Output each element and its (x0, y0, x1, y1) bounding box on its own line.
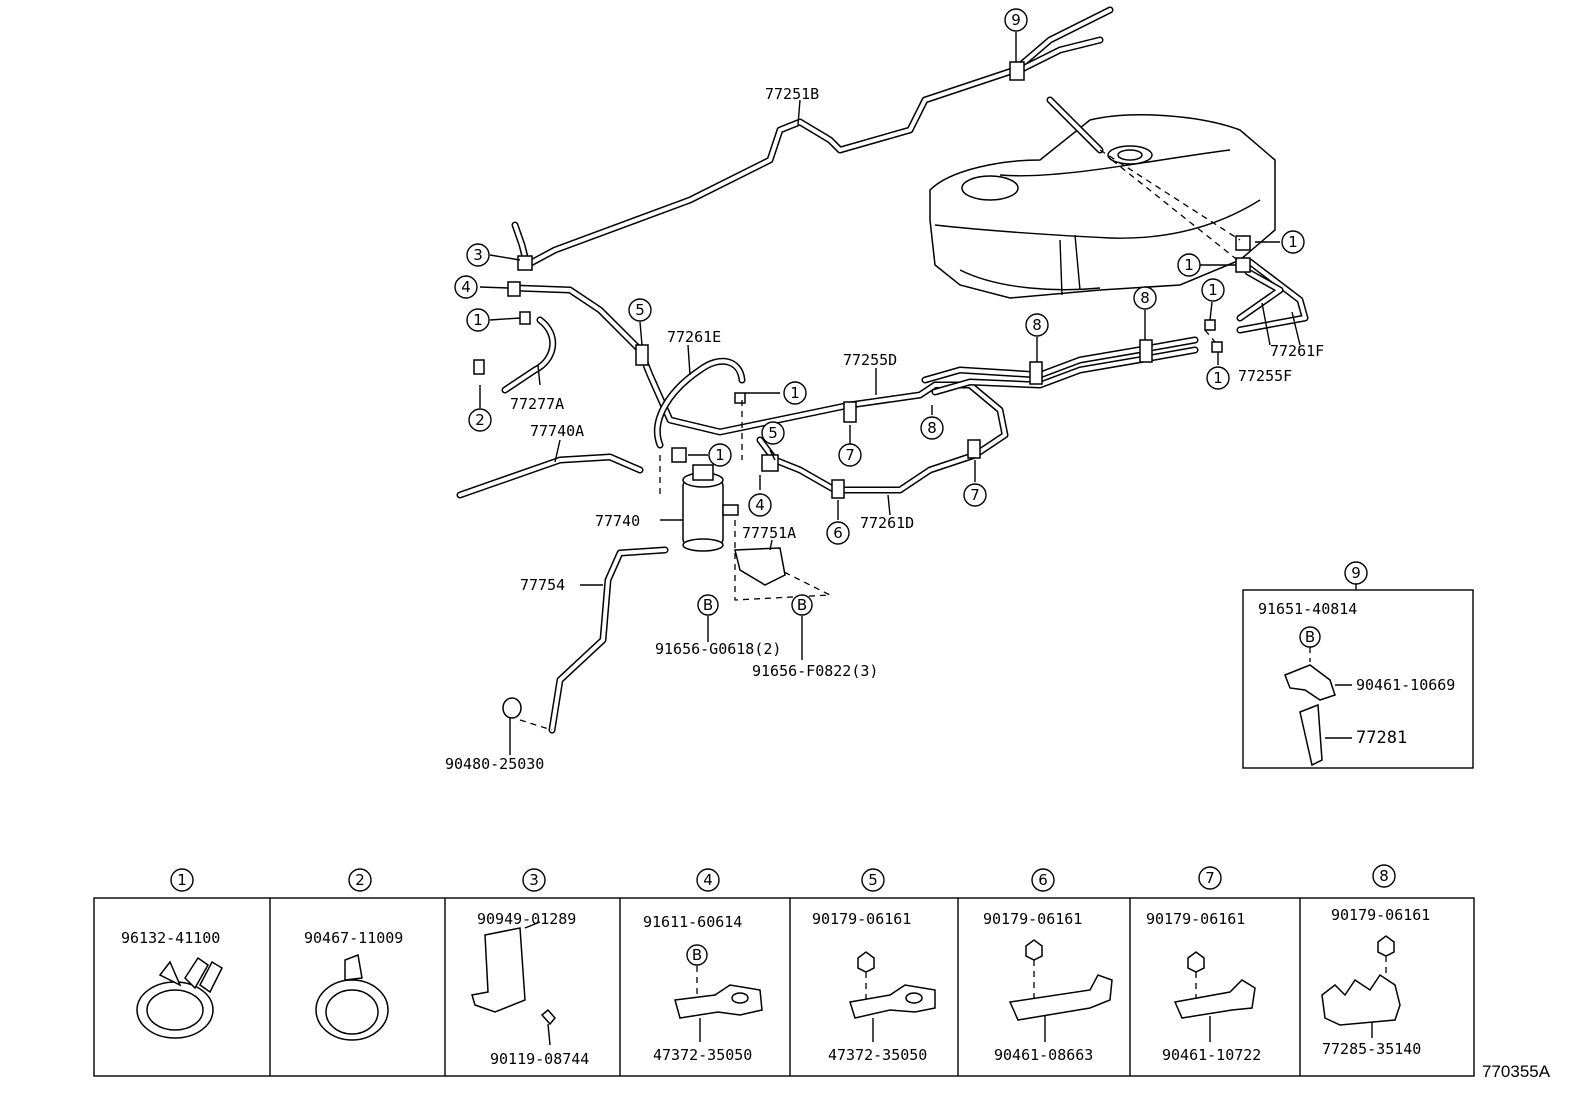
label-77251B: 77251B (765, 85, 819, 103)
charcoal-canister-77740 (682, 464, 739, 552)
clamp-table: 1 2 3 4 5 6 7 8 96132-41100 90467-11009 … (93, 864, 1475, 1077)
svg-text:1: 1 (1184, 256, 1194, 274)
svg-text:8: 8 (1140, 289, 1150, 307)
label-91656-F0822: 91656-F0822(3) (752, 662, 878, 680)
bolt-marker-2: B (797, 596, 807, 614)
clamp-5-drawing (849, 951, 936, 1042)
clamp-2-part-1: 90467-11009 (304, 929, 403, 947)
main-circled-callouts: 9 3 4 1 2 5 1 1 1 1 8 8 1 5 1 7 8 7 4 6 (454, 8, 1305, 545)
svg-text:1: 1 (1208, 281, 1218, 299)
svg-text:5: 5 (768, 424, 778, 442)
clamp-2-drawing (315, 953, 389, 1041)
label-77261F: 77261F (1270, 342, 1324, 360)
svg-text:4: 4 (755, 496, 765, 514)
clamp-col-3-number: 3 (529, 871, 539, 889)
clamp-col-2-number: 2 (355, 871, 365, 889)
svg-text:8: 8 (927, 419, 937, 437)
clamp-8-part-1: 90179-06161 (1331, 906, 1430, 924)
svg-text:3: 3 (473, 246, 483, 264)
clamp-col-6-number: 6 (1038, 871, 1048, 889)
clamp-4-part-2: 47372-35050 (653, 1046, 752, 1064)
svg-text:4: 4 (461, 278, 471, 296)
inset-9-bracket-label: 77281 (1356, 728, 1407, 748)
clamp-3-drawing (471, 921, 556, 1046)
label-90480-25030: 90480-25030 (445, 755, 544, 773)
clamp-7-part-1: 90179-06161 (1146, 910, 1245, 928)
label-77740: 77740 (595, 512, 640, 530)
clamp-col-8-number: 8 (1379, 867, 1389, 885)
label-77255D: 77255D (843, 351, 897, 369)
svg-text:1: 1 (1213, 369, 1223, 387)
label-77255F: 77255F (1238, 367, 1292, 385)
clamp-4-part-1: 91611-60614 (643, 913, 742, 931)
clamp-7-drawing (1173, 951, 1256, 1042)
clamp-6-part-1: 90179-06161 (983, 910, 1082, 928)
clamp-3-part-2: 90119-08744 (490, 1050, 589, 1068)
clamp-col-1-number: 1 (177, 871, 187, 889)
leader-lines (479, 32, 1301, 755)
inset-9-clamp (1284, 664, 1336, 701)
clamp-1-part-1: 96132-41100 (121, 929, 220, 947)
inset-9-bracket (1299, 703, 1323, 767)
plug-90480-25030 (502, 697, 522, 719)
inset-9-clamp-label: 90461-10669 (1356, 676, 1455, 694)
svg-text:9: 9 (1011, 11, 1021, 29)
clamp-5-part-2: 47372-35050 (828, 1046, 927, 1064)
clamp-col-7-number: 7 (1205, 869, 1215, 887)
clamp-4-bolt-marker: B (692, 946, 702, 964)
inset-9-bolt-marker: B (1305, 628, 1315, 646)
clamp-7-part-2: 90461-10722 (1162, 1046, 1261, 1064)
main-part-labels: 77251B 77261E 77255D 77277A 77740A 77740… (445, 85, 1324, 773)
clamp-3-part-1: 90949-01289 (477, 910, 576, 928)
label-91656-G0618: 91656-G0618(2) (655, 640, 781, 658)
inset-9-frame (1242, 589, 1474, 769)
clamp-col-4-number: 4 (703, 871, 713, 889)
svg-text:6: 6 (833, 524, 843, 542)
clamp-8-part-2: 77285-35140 (1322, 1040, 1421, 1058)
assembly-lines (519, 149, 1241, 731)
svg-text:1: 1 (473, 311, 483, 329)
label-77754: 77754 (520, 576, 565, 594)
svg-text:7: 7 (970, 486, 980, 504)
figure-reference: 770355A (1482, 1062, 1551, 1081)
clamp-5-part-1: 90179-06161 (812, 910, 911, 928)
label-77751A: 77751A (742, 524, 796, 542)
clamp-table-frame (93, 897, 1475, 1077)
clamp-4-drawing (674, 966, 763, 1042)
inset-9: 9 91651-40814 B 90461-10669 77281 (1242, 561, 1474, 769)
svg-text:1: 1 (715, 446, 725, 464)
svg-text:7: 7 (845, 446, 855, 464)
svg-text:8: 8 (1032, 316, 1042, 334)
bracket-77751A (734, 547, 786, 586)
svg-text:1: 1 (1288, 233, 1298, 251)
svg-text:5: 5 (635, 301, 645, 319)
svg-text:1: 1 (790, 384, 800, 402)
fuel-tank (929, 114, 1276, 299)
inset-9-bolt-label: 91651-40814 (1258, 600, 1357, 618)
label-77261D: 77261D (860, 514, 914, 532)
clamp-8-drawing (1321, 935, 1401, 1038)
svg-text:2: 2 (475, 411, 485, 429)
inset-9-number: 9 (1351, 564, 1361, 582)
clamp-col-5-number: 5 (868, 871, 878, 889)
label-77740A: 77740A (530, 422, 584, 440)
label-77277A: 77277A (510, 395, 564, 413)
clamp-6-drawing (1008, 939, 1113, 1042)
bolt-markers: B B (697, 594, 813, 616)
clamp-1-drawing (136, 956, 223, 1039)
clamp-6-part-2: 90461-08663 (994, 1046, 1093, 1064)
label-77261E: 77261E (667, 328, 721, 346)
pipe-clips (473, 61, 1251, 499)
bolt-marker-1: B (703, 596, 713, 614)
